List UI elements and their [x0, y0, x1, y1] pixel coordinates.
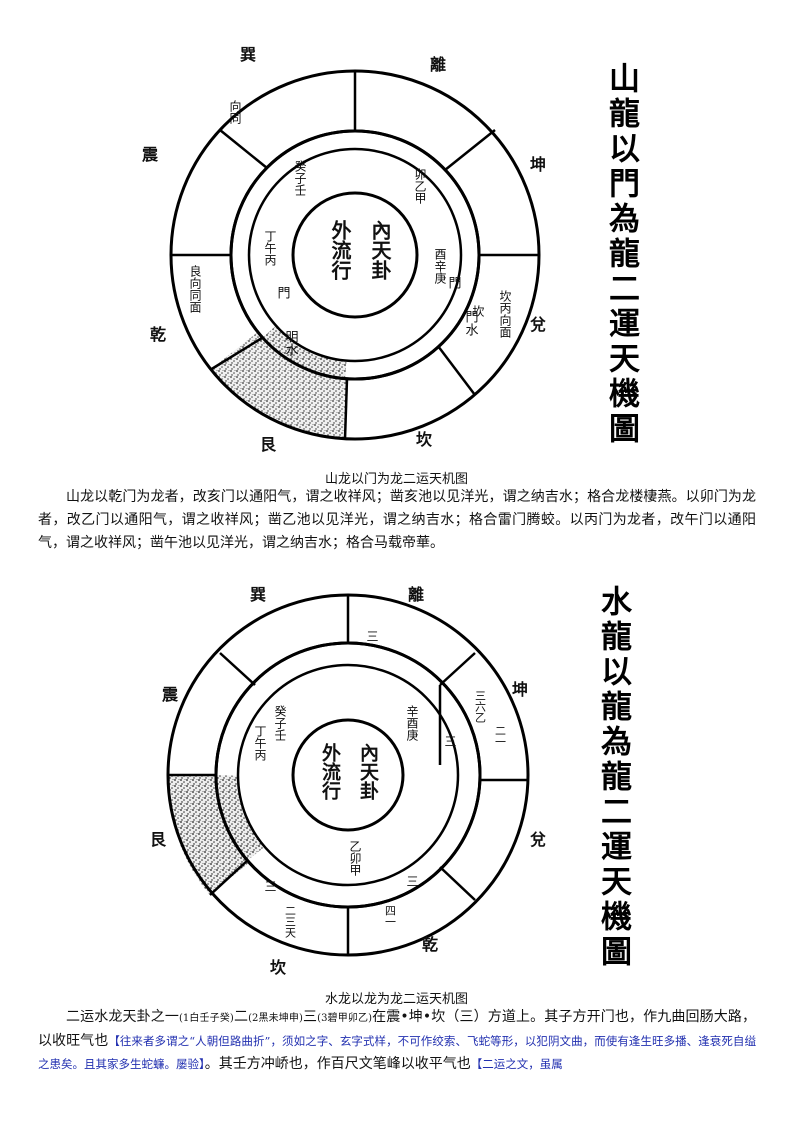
inner-label-west: 丁午丙: [263, 230, 277, 266]
direction-label-8: 兌: [530, 830, 546, 849]
inner-label-east: 酉辛庚: [433, 248, 447, 285]
direction-label-6: 坎: [270, 958, 286, 977]
direction-label-8: 兌: [530, 315, 546, 334]
sector-dividers: [168, 595, 528, 955]
figure-2-caption: 水龙以龙为龙二运天机图: [324, 992, 468, 1007]
middle-label-3: 三: [263, 880, 277, 892]
direction-label-1: 巽: [240, 45, 256, 64]
inner-label-4: 辛酉庚: [405, 705, 419, 742]
figure-1-caption: 山龙以门为龙二运天机图: [324, 472, 468, 487]
paragraph-2-text-3: 三: [302, 1009, 318, 1025]
figure-1-title: 山龍以門為龍二運天機圖: [603, 62, 639, 447]
outer-label-3: 良向同面: [188, 264, 202, 313]
direction-label-1: 巽: [250, 585, 266, 604]
paragraph-2-text-2: 二: [233, 1009, 249, 1025]
middle-label-4: 三: [405, 875, 419, 887]
direction-label-2: 離: [430, 55, 446, 74]
middle-label-2: 三: [443, 735, 457, 747]
middle-label-4: 門水: [463, 310, 479, 336]
outer-label-3: 四一: [384, 905, 397, 927]
paragraph-2-note-2: 【二运之文，虽属: [470, 1057, 563, 1071]
outer-label-1: 向同: [228, 99, 242, 125]
center-label-1: 內天卦: [357, 743, 379, 801]
direction-label-4: 坤: [530, 155, 546, 174]
direction-label-3: 震: [141, 145, 159, 164]
figure-2-diagram: 內天卦 外流行 癸子壬 丁午丙 乙卯甲 辛酉庚 三 三 三 三 三六乙 二三天 …: [150, 575, 560, 980]
paragraph-2-note-1: 【往来者多谓之“人朝但路曲折”，须如之字、玄字式样，不可作绞索、飞蛇等形，以犯阴…: [38, 1034, 756, 1071]
middle-label-1: 門: [275, 286, 290, 300]
inner-label-3: 乙卯甲: [348, 840, 362, 876]
inner-label-2: 丁午丙: [253, 725, 267, 761]
direction-label-7: 乾: [150, 325, 166, 344]
figure-1-diagram: 內天卦 外流行 酉辛庚 癸子壬 丁午丙 卯乙甲 門 門 明水 門水 向同 坎 良…: [140, 40, 570, 470]
outer-label-4: 二一: [494, 725, 507, 747]
middle-label-3: 明水: [283, 330, 299, 356]
outer-label-2: 二三天: [284, 905, 297, 939]
direction-label-7: 乾: [422, 935, 438, 954]
center-circle: [291, 191, 419, 319]
figure-2-svg: 內天卦 外流行 癸子壬 丁午丙 乙卯甲 辛酉庚 三 三 三 三 三六乙 二三天 …: [150, 585, 546, 977]
paragraph-2: 二运水龙天卦之一(1白壬子癸)二(2黑未坤申)三(3碧甲卯乙)在震•坤•坎（三）…: [38, 1006, 756, 1076]
paragraph-2-text-1: 二运水龙天卦之一: [66, 1009, 180, 1025]
paragraph-2-sub-2: (2黑未坤申): [248, 1013, 303, 1024]
direction-label-5: 艮: [150, 830, 167, 849]
figure-1-svg: 內天卦 外流行 酉辛庚 癸子壬 丁午丙 卯乙甲 門 門 明水 門水 向同 坎 良…: [141, 45, 546, 454]
direction-label-2: 離: [408, 585, 424, 604]
center-label-1: 內天卦: [368, 220, 392, 281]
paragraph-2-text-4: 在震•坤•坎（三）方道上。其子方开门也，作九曲回肠大路，以收旺气也: [38, 1009, 757, 1049]
inner-label-1: 癸子壬: [273, 705, 287, 741]
outer-label-1: 三六乙: [474, 690, 487, 723]
inner-label-northeast: 卯乙甲: [413, 168, 427, 204]
figure-2-title: 水龍以龍為龍二運天機圖: [595, 585, 631, 970]
middle-label-2: 門: [446, 276, 461, 290]
inner-label-north: 癸子壬: [293, 160, 307, 196]
center-circle: [291, 718, 405, 832]
outer-label-4: 坎丙向面: [498, 290, 512, 338]
middle-label-1: 三: [365, 630, 379, 642]
direction-label-3: 震: [161, 685, 179, 704]
direction-label-5: 艮: [260, 435, 277, 454]
paragraph-2-sub-3: (3碧甲卯乙): [317, 1013, 372, 1024]
paragraph-1: 山龙以乾门为龙者，改亥门以通阳气，谓之收祥风；凿亥池以见洋光，谓之纳吉水；格合龙…: [38, 489, 756, 551]
center-label-2: 外流行: [319, 742, 342, 800]
direction-label-4: 坤: [512, 680, 528, 699]
sector-dividers: [171, 71, 538, 440]
direction-label-6: 坎: [416, 430, 432, 449]
center-label-2: 外流行: [328, 219, 352, 280]
outer-label-2: 坎: [471, 305, 485, 317]
paragraph-2-text-5: 。其壬方冲峤也，作百尺文笔峰以收平气也: [204, 1056, 471, 1072]
paragraph-2-sub-1: (1白壬子癸): [179, 1013, 234, 1024]
